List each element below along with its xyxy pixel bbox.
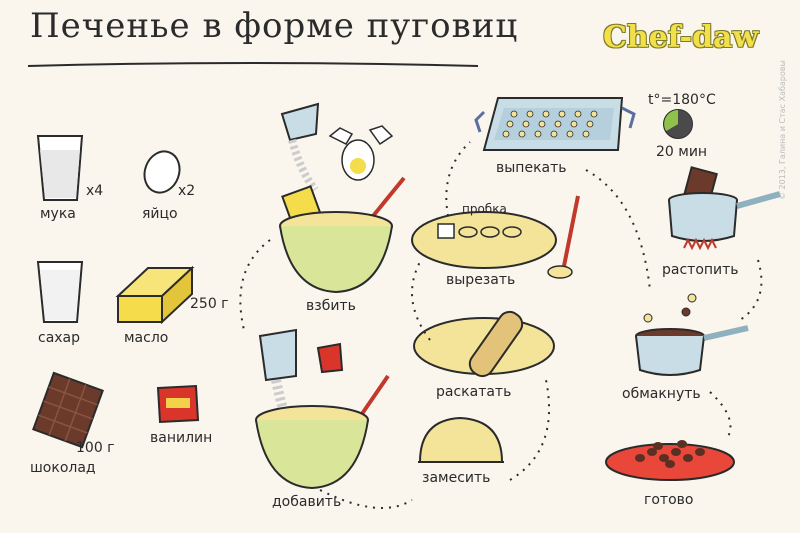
egg-icon: [143, 150, 181, 194]
cut-dough-icon: [411, 195, 580, 279]
rolled-dough-icon: [413, 310, 555, 378]
step-done-label: готово: [644, 492, 694, 508]
chocolate-label: шоколад: [30, 460, 96, 476]
eggs-label: яйцо: [142, 206, 178, 222]
sugar-label: сахар: [38, 330, 81, 346]
flour-cup-icon: [36, 135, 84, 201]
melt-pot-icon: [668, 166, 781, 251]
flow-arrows: [239, 141, 763, 509]
chocolate-bar-icon: [32, 371, 104, 449]
vanilla-label: ванилин: [150, 430, 213, 446]
dough-ball-icon: [418, 416, 504, 463]
step-melt-label: растопить: [662, 262, 739, 278]
step-bake-label: выпекать: [496, 160, 567, 176]
page-title: Печенье в форме пуговиц: [30, 6, 519, 46]
step-add-label: добавить: [272, 494, 342, 510]
time-label: 20 мин: [656, 144, 708, 160]
add-bowl-icon: [255, 328, 390, 490]
dip-pot-icon: [635, 293, 749, 376]
butter-qty: 250 г: [190, 296, 229, 312]
butter-label: масло: [124, 330, 169, 346]
step-cut-label: вырезать: [446, 272, 516, 288]
sugar-cup-icon: [36, 261, 84, 323]
butter-icon: [115, 265, 195, 325]
flour-label: мука: [40, 206, 76, 222]
temperature-label: t°=180°C: [648, 92, 716, 108]
step-roll-label: раскатать: [436, 384, 512, 400]
step-beat-label: взбить: [306, 298, 356, 314]
baking-tray-icon: [474, 97, 636, 151]
step-dip-label: обмакнуть: [622, 386, 701, 402]
flour-qty: x4: [86, 183, 104, 199]
beat-bowl-icon: [279, 102, 406, 294]
step-knead-label: замесить: [422, 470, 491, 486]
cork-label: пробка: [462, 202, 507, 216]
vanilla-packet-icon: [156, 384, 200, 424]
done-plate-icon: [605, 440, 735, 481]
timer-icon: [663, 109, 693, 139]
brand-logo: Chef-daw: [603, 20, 759, 55]
title-underline: [27, 62, 479, 67]
eggs-qty: x2: [178, 183, 196, 199]
chocolate-qty: 100 г: [76, 440, 115, 456]
